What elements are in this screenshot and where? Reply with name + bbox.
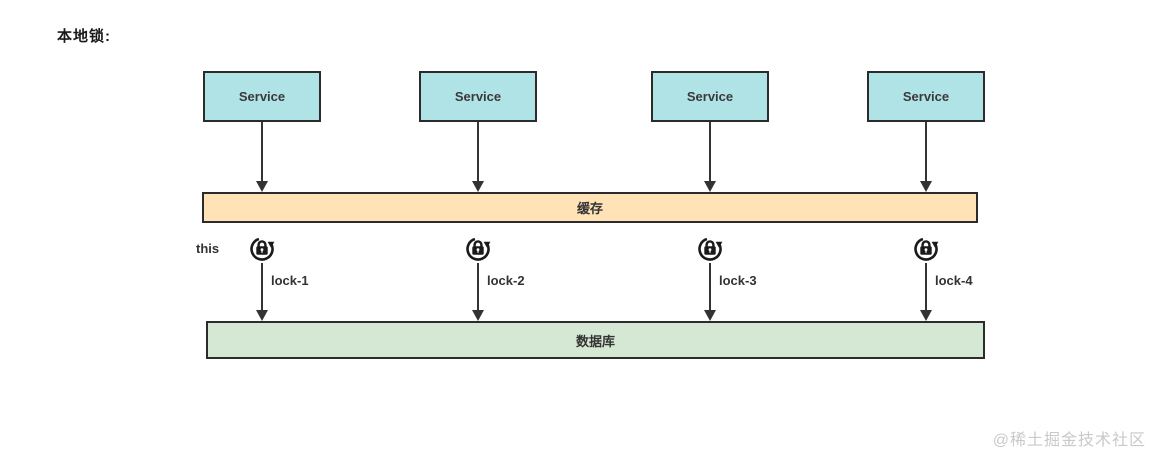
arrowhead-icon xyxy=(472,181,484,192)
rotating-lock-icon xyxy=(466,237,491,261)
arrowhead-icon xyxy=(256,181,268,192)
database-bar: 数据库 xyxy=(206,321,985,359)
this-label: this xyxy=(196,241,220,256)
lock-label-2: lock-2 xyxy=(487,273,525,288)
rotating-lock-icon xyxy=(250,237,275,261)
cache-bar: 缓存 xyxy=(202,192,978,223)
arrowhead-icon xyxy=(920,310,932,321)
arrowhead-icon xyxy=(704,181,716,192)
arrow-service1-to-cache xyxy=(261,122,263,182)
lock-label-1: lock-1 xyxy=(271,273,309,288)
service-box-4: Service xyxy=(867,71,985,122)
lock-label-3: lock-3 xyxy=(719,273,757,288)
arrow-lock1-to-db xyxy=(261,263,263,311)
arrow-lock2-to-db xyxy=(477,263,479,311)
arrow-service4-to-cache xyxy=(925,122,927,182)
watermark: @稀土掘金技术社区 xyxy=(992,432,1146,449)
arrow-service2-to-cache xyxy=(477,122,479,182)
arrowhead-icon xyxy=(920,181,932,192)
arrowhead-icon xyxy=(256,310,268,321)
service-box-1: Service xyxy=(203,71,321,122)
arrowhead-icon xyxy=(472,310,484,321)
rotating-lock-icon xyxy=(914,237,939,261)
diagram-title: 本地锁: xyxy=(57,28,111,45)
lock-label-4: lock-4 xyxy=(935,273,973,288)
arrow-service3-to-cache xyxy=(709,122,711,182)
arrow-lock3-to-db xyxy=(709,263,711,311)
service-box-3: Service xyxy=(651,71,769,122)
arrow-lock4-to-db xyxy=(925,263,927,311)
arrowhead-icon xyxy=(704,310,716,321)
service-box-2: Service xyxy=(419,71,537,122)
rotating-lock-icon xyxy=(698,237,723,261)
